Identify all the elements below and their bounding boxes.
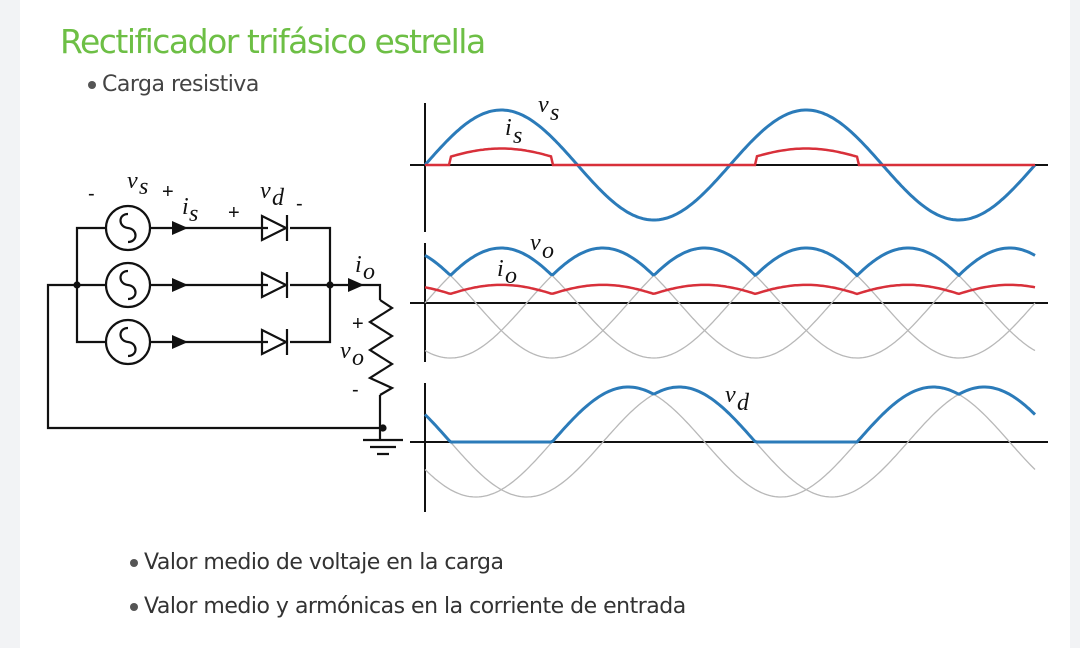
svg-text:s: s xyxy=(550,100,559,126)
svg-text:d: d xyxy=(737,390,750,416)
svg-text:i: i xyxy=(355,252,362,278)
bullet-dot xyxy=(130,559,138,567)
svg-text:v: v xyxy=(260,178,271,204)
svg-text:v: v xyxy=(127,168,138,194)
subtitle-text: Carga resistiva xyxy=(102,72,259,97)
ground-icon xyxy=(363,438,403,456)
svg-text:s: s xyxy=(513,123,522,149)
ac-source-icon xyxy=(104,261,152,309)
svg-text:-: - xyxy=(352,379,359,401)
ac-source-icon xyxy=(104,318,152,366)
circuit-diagram xyxy=(46,204,403,456)
svg-text:v: v xyxy=(340,338,351,364)
diode-icon xyxy=(260,328,289,356)
svg-text:s: s xyxy=(189,201,198,227)
wires xyxy=(46,226,383,440)
vd-waveform xyxy=(423,385,1037,444)
ac-source-icon xyxy=(104,204,152,252)
svg-text:o: o xyxy=(352,345,364,371)
bullet-dot xyxy=(88,81,96,89)
svg-text:o: o xyxy=(363,259,375,285)
bullet-item: Valor medio y armónicas en la corriente … xyxy=(130,594,686,619)
diode-icon xyxy=(260,214,289,242)
svg-text:i: i xyxy=(497,256,504,282)
svg-text:+: + xyxy=(352,313,364,335)
vo-waveform xyxy=(424,246,1036,278)
svg-text:i: i xyxy=(505,115,512,141)
slide-title: Rectificador trifásico estrella xyxy=(60,22,486,61)
subtitle-bullet: Carga resistiva xyxy=(88,72,259,97)
svg-text:+: + xyxy=(228,202,240,224)
current-arrow-icon xyxy=(172,221,364,349)
svg-text:i: i xyxy=(182,194,189,220)
svg-text:+: + xyxy=(162,181,174,203)
plot2-axes xyxy=(410,243,1048,362)
svg-text:v: v xyxy=(530,230,541,256)
svg-text:v: v xyxy=(538,92,549,118)
waveform-plots xyxy=(410,103,1048,512)
slide xyxy=(20,0,1070,648)
svg-text:o: o xyxy=(505,263,517,289)
is-waveform xyxy=(425,147,1035,167)
diode-icon xyxy=(260,271,289,299)
io-waveform xyxy=(424,283,1036,296)
bullet-item: Valor medio de voltaje en la carga xyxy=(130,550,504,575)
resistor-icon xyxy=(367,299,395,396)
bullet-text: Valor medio de voltaje en la carga xyxy=(144,550,504,575)
bullet-text: Valor medio y armónicas en la corriente … xyxy=(144,594,686,619)
svg-text:-: - xyxy=(296,193,303,215)
svg-text:v: v xyxy=(725,382,736,408)
svg-text:d: d xyxy=(272,185,285,211)
svg-text:o: o xyxy=(542,238,554,264)
bullet-dot xyxy=(130,603,138,611)
svg-text:-: - xyxy=(88,183,95,205)
svg-text:s: s xyxy=(139,174,148,200)
